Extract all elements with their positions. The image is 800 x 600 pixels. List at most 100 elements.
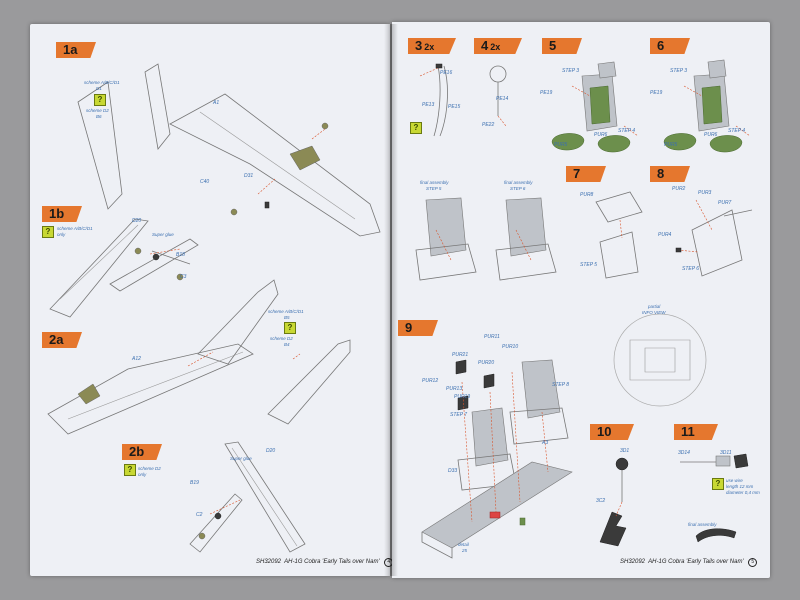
wire-note-line3: diameter 0,4 mm bbox=[726, 490, 760, 495]
part-label-pur4: PUR4 bbox=[658, 232, 672, 238]
scheme-note-2a-line2: B5 bbox=[284, 315, 290, 320]
part-label-c40: C40 bbox=[200, 179, 210, 185]
part-label-3d11: 3D11 bbox=[720, 450, 732, 456]
part-label-pe19-s6: PE19 bbox=[650, 90, 663, 96]
step-tag-8: 8 bbox=[650, 166, 690, 182]
info-view-line2: INFO VIEW bbox=[642, 310, 666, 315]
scheme-note-1a-line4: B6 bbox=[96, 114, 102, 119]
part-label-pur13: PUR13 bbox=[446, 386, 463, 392]
step-ref-step3-s6: STEP 3 bbox=[670, 68, 688, 74]
step-ref-step8: STEP 8 bbox=[552, 382, 570, 388]
part-label-pur20: PUR20 bbox=[478, 360, 495, 366]
part-label-3d1-s10: 3D1 bbox=[620, 448, 630, 454]
part-label-c2: C2 bbox=[196, 512, 203, 518]
page-number: 5 bbox=[748, 558, 758, 567]
part-label-pur19: PUR19 bbox=[454, 394, 471, 400]
scheme-note-1a-line2: D1 bbox=[96, 86, 102, 91]
step-tag-7: 7 bbox=[566, 166, 606, 182]
scheme-note-1b-line2: only bbox=[57, 232, 66, 237]
wire-note-line2: length 12 mm bbox=[726, 484, 754, 489]
scheme-note-2b-line1: scheme D2 bbox=[138, 466, 161, 471]
step-tag-5: 5 bbox=[542, 38, 582, 54]
panel-art-8 bbox=[675, 199, 753, 277]
part-label-pur6-s6: PUR6 bbox=[704, 132, 718, 138]
final-seat-art-b bbox=[495, 197, 557, 281]
part-label-pur21: PUR21 bbox=[452, 352, 469, 358]
question-mark-icon: ? bbox=[124, 464, 136, 476]
step-ref-step4-s5: STEP 4 bbox=[618, 128, 636, 134]
part-label-pe19-s5: PE19 bbox=[540, 90, 553, 96]
part-label-a1: A1 bbox=[213, 100, 220, 106]
step-tag-1a: 1a bbox=[56, 42, 96, 58]
question-mark-icon: ? bbox=[42, 226, 54, 238]
page-footer-left: SH32092 AH-1G Cobra 'Early Tails over Na… bbox=[256, 558, 394, 567]
super-glue-note-2b: Super glue bbox=[230, 456, 252, 461]
part-label-pe13: PE13 bbox=[422, 102, 435, 108]
step-ref-step5-s7: STEP 5 bbox=[580, 262, 598, 268]
seat-art-5 bbox=[551, 61, 639, 153]
tail-fin-art-1a bbox=[77, 63, 381, 237]
collective-art-11 bbox=[680, 453, 749, 543]
step-ref-step4-s6: STEP 4 bbox=[728, 128, 746, 134]
question-mark-icon: ? bbox=[410, 122, 422, 134]
step-tag-6: 6 bbox=[650, 38, 690, 54]
final-seat-art-a bbox=[415, 197, 477, 281]
seat-art-6 bbox=[663, 59, 751, 153]
control-stick-art-10 bbox=[599, 457, 629, 547]
info-view-line1: partial bbox=[648, 304, 661, 309]
part-label-pur11: PUR11 bbox=[484, 334, 500, 340]
scheme-note-2b-line2: only bbox=[138, 472, 147, 477]
scheme-note-1a-line1: scheme A/B/C/D1 bbox=[84, 80, 120, 85]
detail-note-line1: detail bbox=[458, 542, 469, 547]
part-label-3c2-s10: 3C2 bbox=[596, 498, 606, 504]
part-label-a3: A3 bbox=[542, 440, 549, 446]
part-label-a12: A12 bbox=[132, 356, 141, 362]
question-mark-icon: ? bbox=[712, 478, 724, 490]
footer-code: SH32092 bbox=[620, 559, 646, 565]
part-label-pe15: PE15 bbox=[448, 104, 461, 110]
part-label-pur5-s6: PUR5 bbox=[664, 142, 678, 148]
scheme-note-1a-line3: scheme D2 bbox=[86, 108, 109, 113]
part-label-d33: D33 bbox=[448, 468, 458, 474]
scheme-note-2a-line3: scheme D2 bbox=[270, 336, 293, 341]
left-page: 1a A1 C40 D31 scheme A/B/C/D1 D1 ? schem… bbox=[30, 24, 394, 576]
footer-title: AH-1G Cobra 'Early Tails over Nam' bbox=[284, 559, 380, 565]
final-assembly-b-line1: final assembly bbox=[504, 180, 533, 185]
step-tag-11: 11 bbox=[674, 424, 718, 440]
question-mark-icon: ? bbox=[284, 322, 296, 334]
harness-art-3 bbox=[419, 63, 448, 137]
detail-note-line2: 25 bbox=[462, 548, 468, 553]
footer-code: SH32092 bbox=[256, 559, 282, 565]
part-label-d31: D31 bbox=[244, 173, 254, 179]
part-label-b18: B18 bbox=[176, 252, 185, 258]
step-tag-2a: 2a bbox=[42, 332, 82, 348]
cockpit-tub-art-9 bbox=[421, 359, 573, 559]
super-glue-note-1b: Super glue bbox=[152, 232, 174, 237]
final-assembly-a-line2: STEP 5 bbox=[426, 186, 442, 191]
step-tag-1b: 1b bbox=[42, 206, 82, 222]
final-assembly-b-line2: STEP 6 bbox=[510, 186, 526, 191]
part-label-pe22: PE22 bbox=[482, 122, 495, 128]
rotor-art-1b bbox=[49, 218, 199, 318]
panel-art-7 bbox=[595, 191, 643, 279]
step-ref-step3-s5: STEP 3 bbox=[562, 68, 580, 74]
part-label-3d14: 3D14 bbox=[678, 450, 690, 456]
part-label-b19: B19 bbox=[190, 480, 199, 486]
scheme-note-2a-line1: scheme A/B/C/D1 bbox=[268, 309, 304, 314]
harness-art-4 bbox=[489, 65, 507, 127]
part-label-pur5-s5: PUR5 bbox=[554, 142, 568, 148]
part-label-pur12: PUR12 bbox=[422, 378, 439, 384]
info-view-circle bbox=[613, 313, 707, 407]
final-assembly-a-line1: final assembly bbox=[420, 180, 449, 185]
part-label-pe14: PE14 bbox=[496, 96, 509, 102]
step-tag-10: 10 bbox=[590, 424, 634, 440]
scheme-note-1b-line1: scheme A/B/C/D1 bbox=[57, 226, 93, 231]
step-tag-2b: 2b bbox=[122, 444, 162, 460]
part-label-d20-2b: D20 bbox=[266, 448, 276, 454]
part-label-c3: C3 bbox=[180, 274, 187, 280]
part-label-pur7: PUR7 bbox=[718, 200, 732, 206]
tail-fin-art-2a bbox=[47, 279, 351, 435]
final-assembly-11: final assembly bbox=[688, 522, 717, 527]
